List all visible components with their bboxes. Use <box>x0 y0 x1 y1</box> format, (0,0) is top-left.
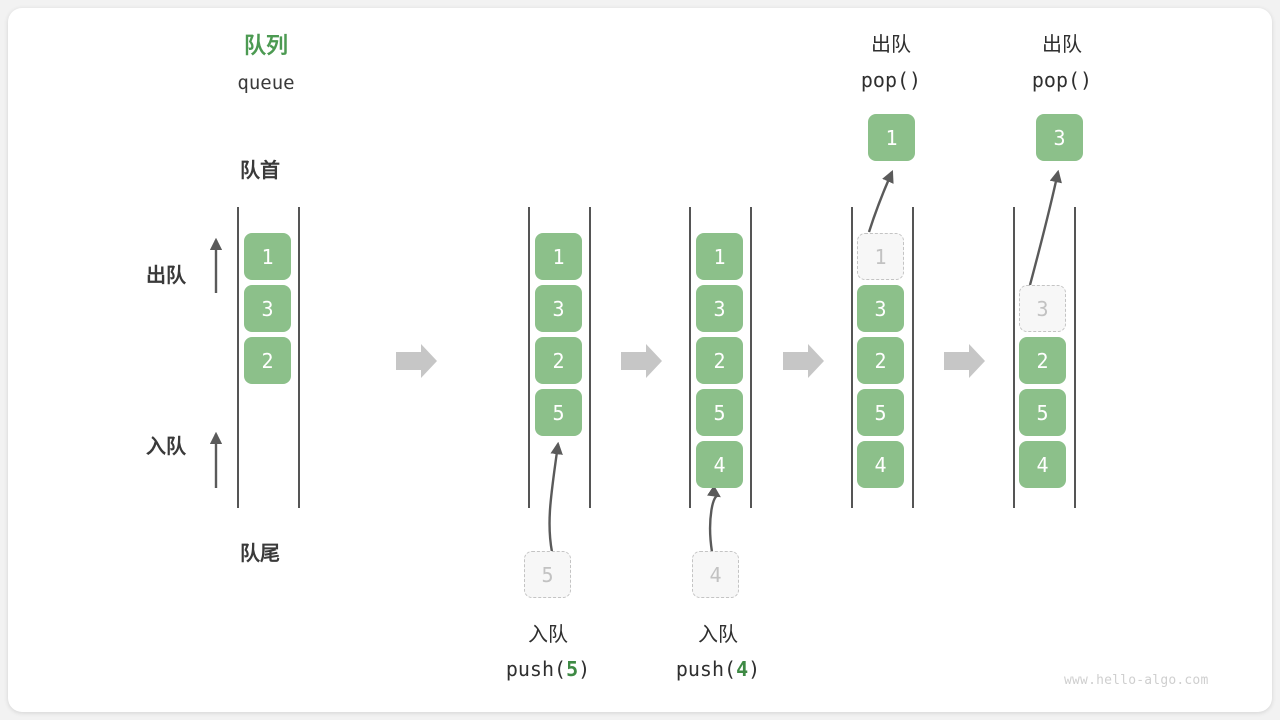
queue-cell[interactable]: 1 <box>535 233 582 280</box>
queue-cell[interactable]: 3 <box>857 285 904 332</box>
queue-front-label: 队首 <box>240 160 280 182</box>
queue-rear-label: 队尾 <box>240 543 280 565</box>
queue-cell[interactable]: 5 <box>1019 389 1066 436</box>
queue-cell[interactable]: 2 <box>244 337 291 384</box>
queue-cell[interactable]: 2 <box>1019 337 1066 384</box>
operation-label-cn: 出队 <box>1042 34 1082 56</box>
operation-code-prefix: push( <box>505 657 567 681</box>
operation-label-code: pop() <box>1031 68 1093 92</box>
operation-label-cn: 入队 <box>528 624 568 646</box>
queue-rail-right <box>750 207 752 508</box>
operation-label-code: pop() <box>860 68 922 92</box>
operation-label-code: push(4) <box>638 655 798 683</box>
queue-cell[interactable]: 5 <box>696 389 743 436</box>
diagram-card <box>8 8 1272 712</box>
queue-cell-ghost: 1 <box>857 233 904 280</box>
operation-label-cn: 出队 <box>871 34 911 56</box>
queue-rail-right <box>589 207 591 508</box>
queue-rail-right <box>298 207 300 508</box>
operation-code-prefix: push( <box>675 657 737 681</box>
operation-code-suffix: ) <box>748 657 761 681</box>
queue-cell[interactable]: 4 <box>857 441 904 488</box>
queue-rail-left <box>851 207 853 508</box>
queue-cell[interactable]: 5 <box>535 389 582 436</box>
watermark: www.hello-algo.com <box>1064 673 1209 688</box>
queue-cell-ghost: 3 <box>1019 285 1066 332</box>
incoming-element-ghost: 5 <box>524 551 571 598</box>
popped-element[interactable]: 3 <box>1036 114 1083 161</box>
queue-cell[interactable]: 4 <box>1019 441 1066 488</box>
operation-code-suffix: ) <box>578 657 591 681</box>
queue-rail-left <box>528 207 530 508</box>
diagram-title-en: queue <box>237 72 295 94</box>
popped-element[interactable]: 1 <box>868 114 915 161</box>
operation-code-value: 5 <box>566 657 579 681</box>
queue-cell[interactable]: 3 <box>535 285 582 332</box>
queue-cell[interactable]: 4 <box>696 441 743 488</box>
diagram-title-cn: 队列 <box>243 33 288 58</box>
queue-rail-left <box>689 207 691 508</box>
queue-cell[interactable]: 2 <box>857 337 904 384</box>
operation-label-cn: 入队 <box>698 624 738 646</box>
operation-code-value: 4 <box>736 657 749 681</box>
queue-cell[interactable]: 1 <box>696 233 743 280</box>
incoming-element-ghost: 4 <box>692 551 739 598</box>
queue-cell[interactable]: 3 <box>244 285 291 332</box>
queue-cell[interactable]: 2 <box>535 337 582 384</box>
queue-rail-right <box>1074 207 1076 508</box>
queue-rail-left <box>237 207 239 508</box>
queue-rail-right <box>912 207 914 508</box>
queue-rail-left <box>1013 207 1015 508</box>
enqueue-label: 入队 <box>146 436 186 458</box>
queue-cell[interactable]: 1 <box>244 233 291 280</box>
queue-cell[interactable]: 2 <box>696 337 743 384</box>
queue-cell[interactable]: 3 <box>696 285 743 332</box>
dequeue-label: 出队 <box>146 265 186 287</box>
queue-cell[interactable]: 5 <box>857 389 904 436</box>
operation-label-code: push(5) <box>468 655 628 683</box>
